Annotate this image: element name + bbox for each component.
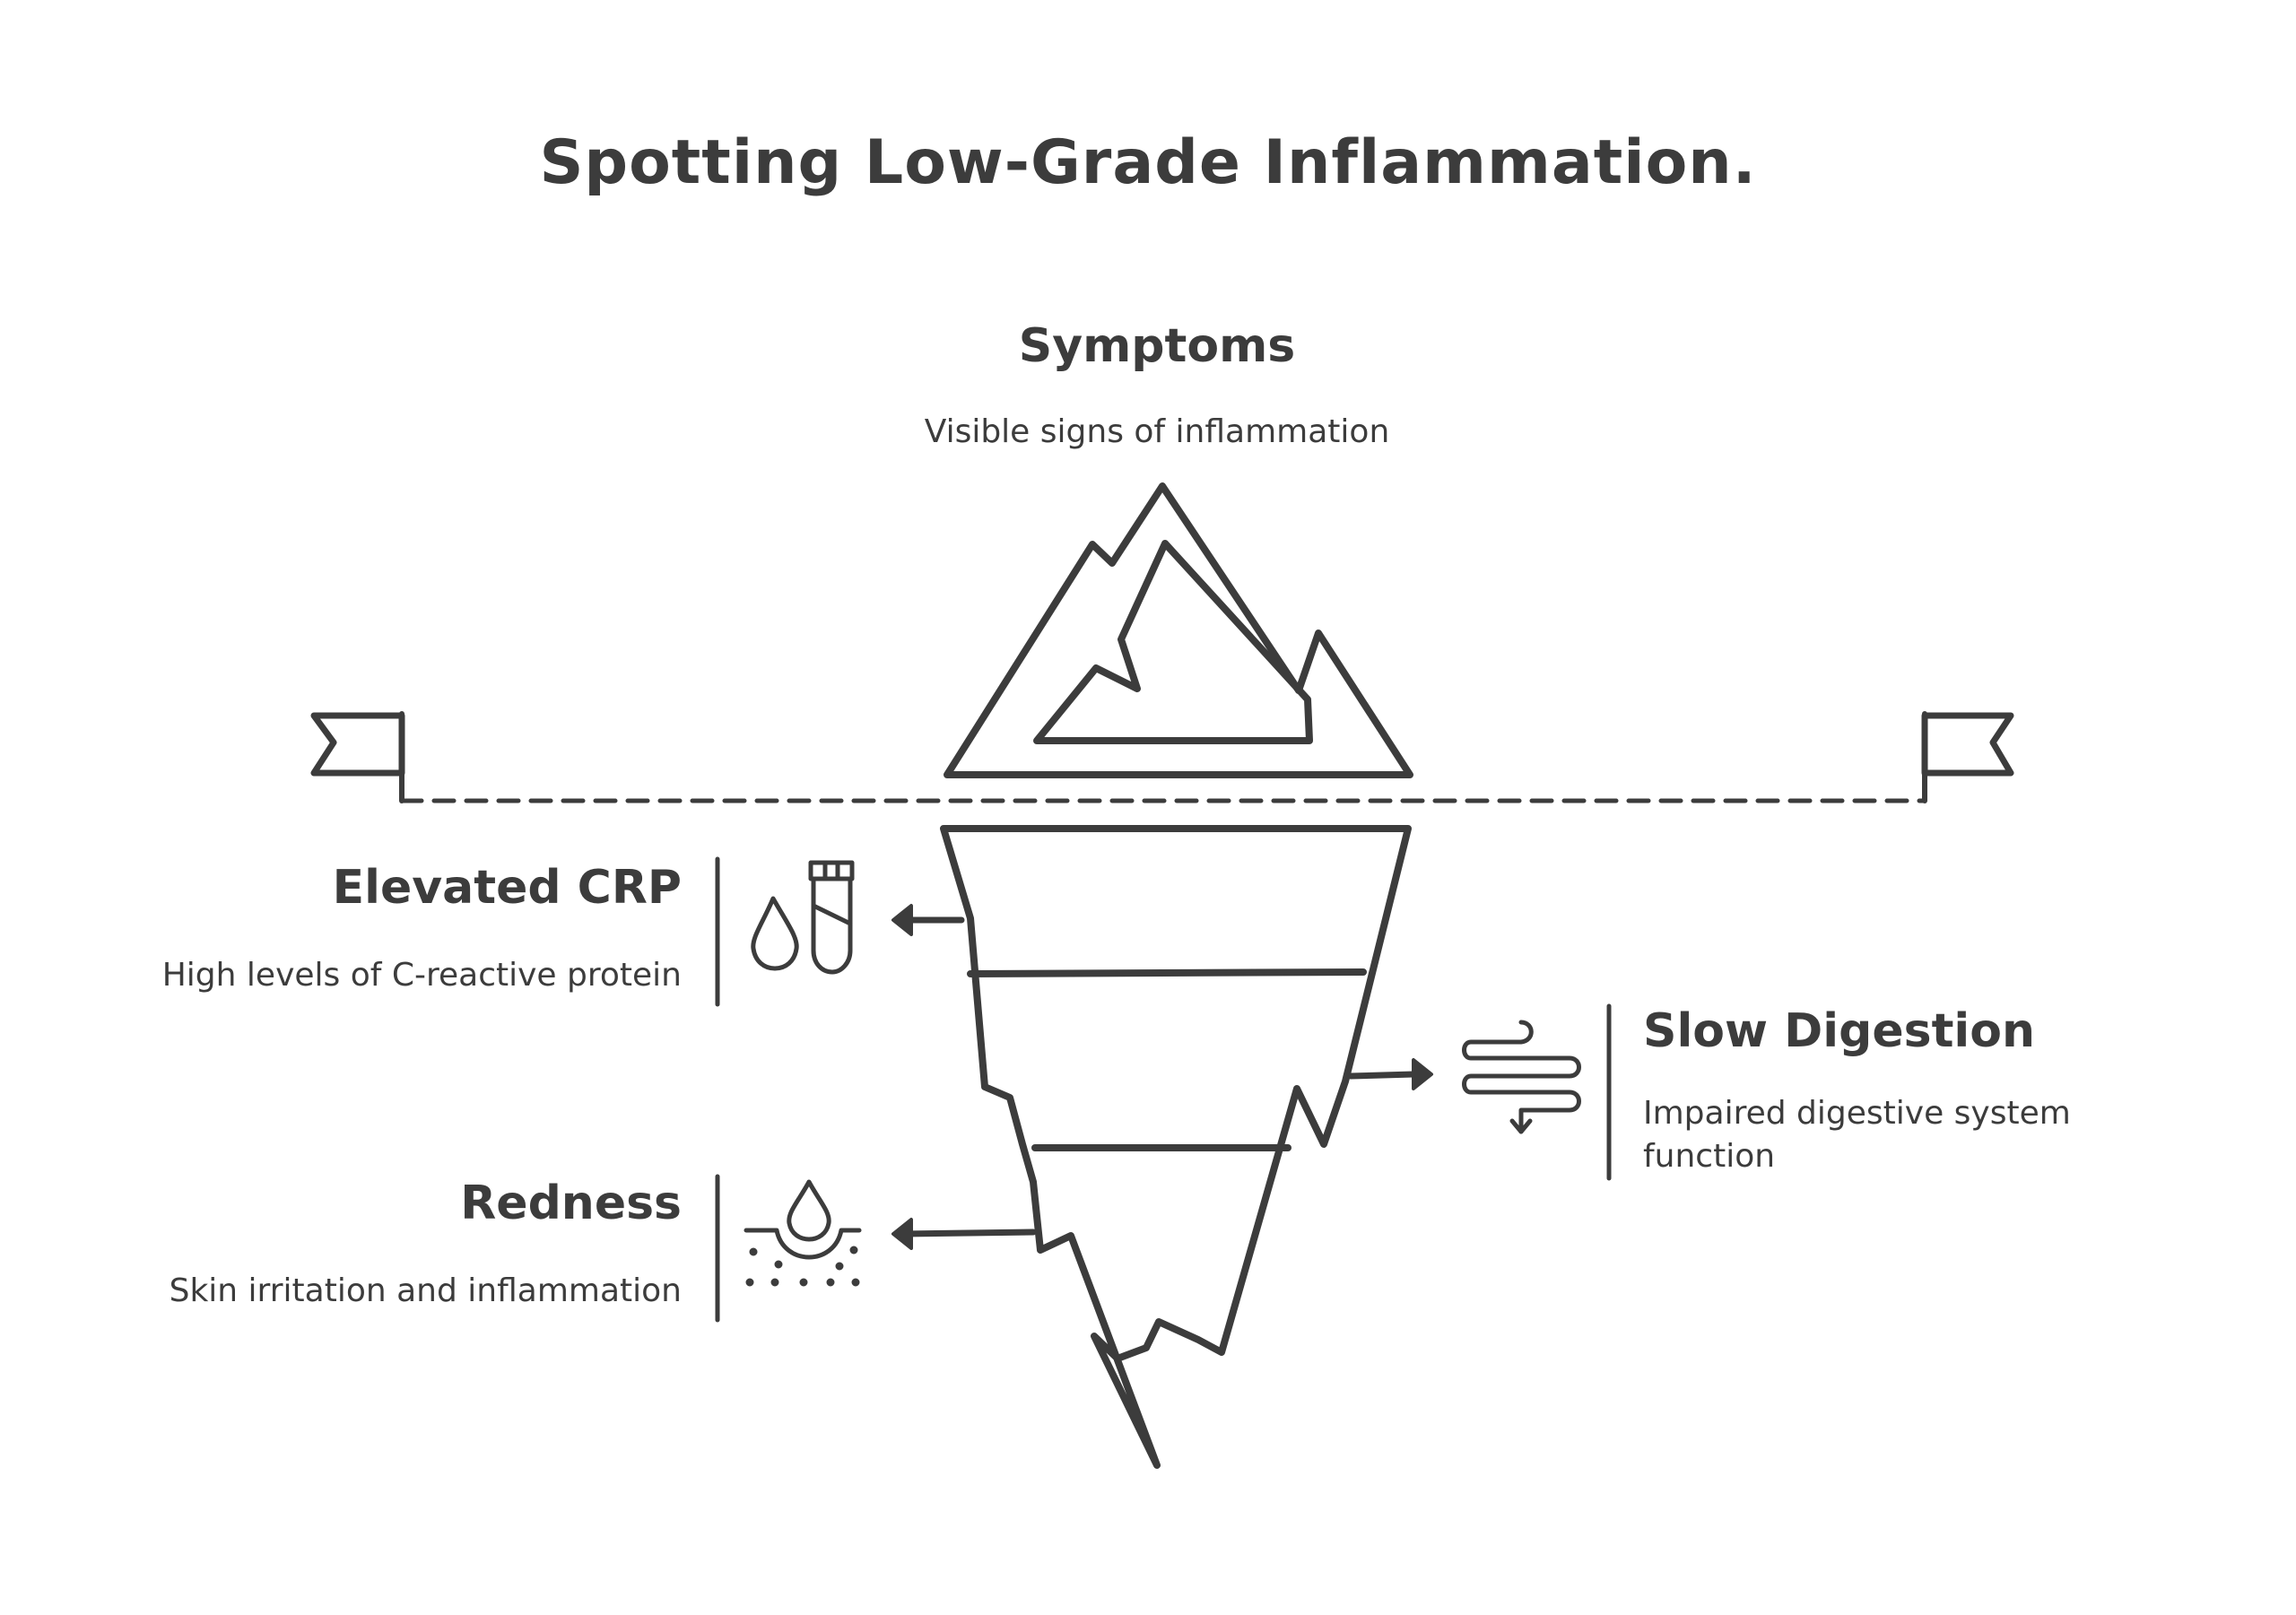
iceberg-tip-outline (944, 482, 1413, 778)
symptoms-description: Visible signs of inflammation (924, 413, 1390, 450)
redness-arrowhead (891, 1218, 913, 1250)
iceberg-underwater-outline (940, 825, 1412, 1469)
intestine-icon (1462, 1020, 1581, 1134)
left-flag (310, 712, 405, 777)
elevated-crp-heading: Elevated CRP (332, 861, 682, 915)
symptoms-heading: Symptoms (1018, 319, 1296, 373)
redness-description: Skin irritation and inflammation (169, 1272, 682, 1309)
elevated-crp-arrowhead (891, 904, 913, 936)
waterline (310, 711, 2014, 803)
layer-divider-1 (967, 968, 1367, 977)
redness-marker (715, 1174, 1037, 1323)
iceberg-tip-inner (1033, 540, 1313, 744)
slow-digestion-arrow (1347, 1071, 1417, 1080)
slow-digestion-marker (1347, 1003, 1612, 1181)
redness-heading: Redness (460, 1177, 682, 1230)
slow-digestion-arrowhead (1412, 1058, 1433, 1090)
elevated-crp-description: High levels of C-reactive protein (161, 957, 682, 994)
blood-test-icon (751, 860, 855, 975)
iceberg-underwater (940, 825, 1412, 1469)
page-title: Spotting Low-Grade Inflammation. (539, 127, 1757, 198)
slow-digestion-description: Impaired digestive system function (1643, 1095, 2071, 1175)
redness-arrow (895, 1229, 1037, 1237)
elevated-crp-marker (715, 856, 965, 1007)
iceberg-tip (944, 482, 1413, 778)
skin-drop-icon (744, 1179, 862, 1287)
slow-digestion-heading: Slow Digestion (1643, 1004, 2035, 1058)
right-flag (1921, 712, 2014, 777)
